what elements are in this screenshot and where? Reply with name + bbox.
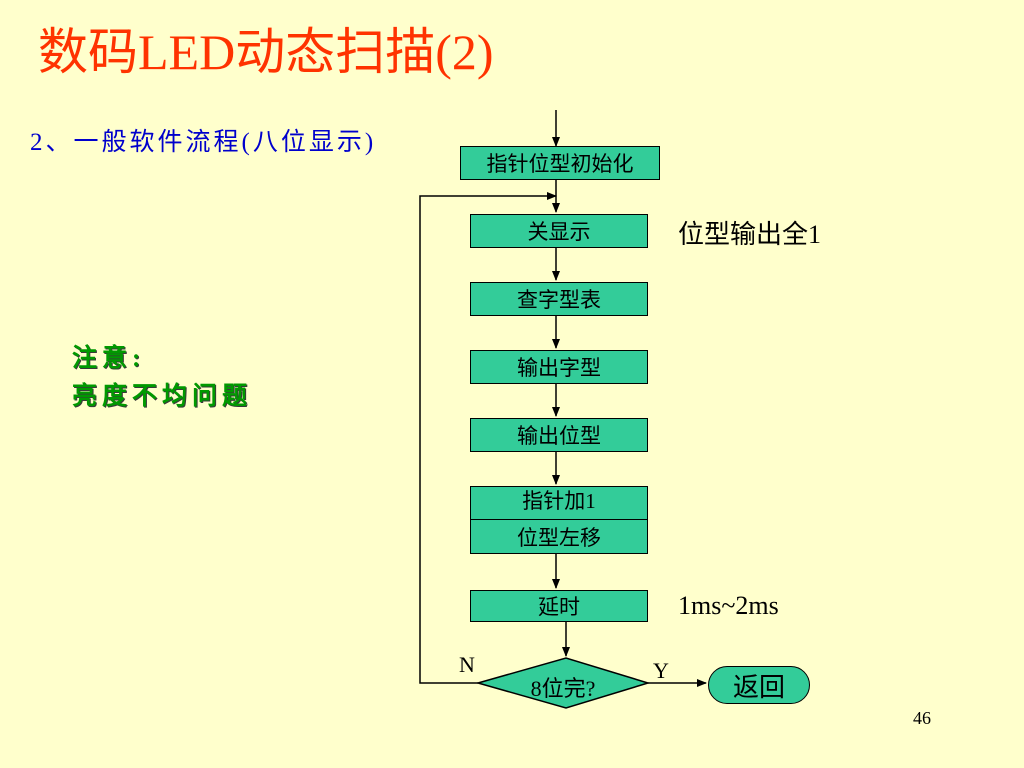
box-divider (471, 519, 647, 521)
box-display-off: 关显示 (470, 214, 648, 248)
slide-title: 数码LED动态扫描(2) (38, 24, 494, 80)
return-terminal: 返回 (708, 666, 810, 704)
annotation-delay-time: 1ms~2ms (678, 591, 779, 620)
box-pointer-init: 指针位型初始化 (460, 146, 660, 180)
box-delay: 延时 (470, 590, 648, 622)
box-pointer-inc-shift: 指针加1 位型左移 (470, 486, 648, 554)
annotation-output-all-ones: 位型输出全1 (678, 220, 822, 249)
note-text: 亮度不均问题 (72, 383, 253, 410)
label-yes: Y (653, 658, 669, 683)
decision-label: 8位完? (530, 676, 596, 701)
box-output-glyph: 输出字型 (470, 350, 648, 384)
decision-diamond (475, 657, 651, 709)
note-heading: 注意: (72, 345, 146, 372)
loop-back-line (419, 192, 557, 684)
box-output-position: 输出位型 (470, 418, 648, 452)
page-number: 46 (913, 708, 931, 728)
label-no: N (459, 652, 475, 677)
box-lookup-table: 查字型表 (470, 282, 648, 316)
note: 注意: 亮度不均问题 (72, 340, 252, 416)
box-pointer-inc: 指针加1 (522, 488, 596, 513)
box-shift-left: 位型左移 (517, 526, 601, 551)
slide-subtitle: 2、一般软件流程(八位显示) (30, 129, 377, 156)
